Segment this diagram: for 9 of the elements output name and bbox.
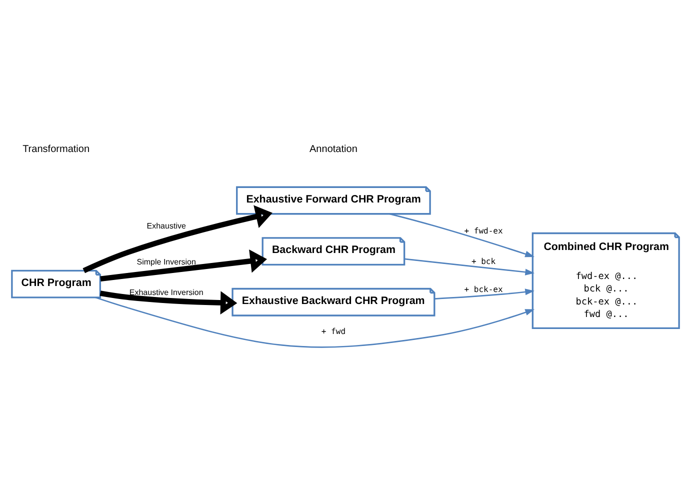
label: Annotation — [310, 144, 358, 156]
arrow — [82, 205, 272, 274]
arrow — [100, 290, 238, 314]
arrow — [390, 213, 534, 258]
arrow — [404, 258, 535, 276]
arrow — [95, 296, 535, 348]
label: Transformation — [22, 144, 90, 156]
arrow — [100, 249, 267, 282]
arrow — [434, 288, 535, 300]
